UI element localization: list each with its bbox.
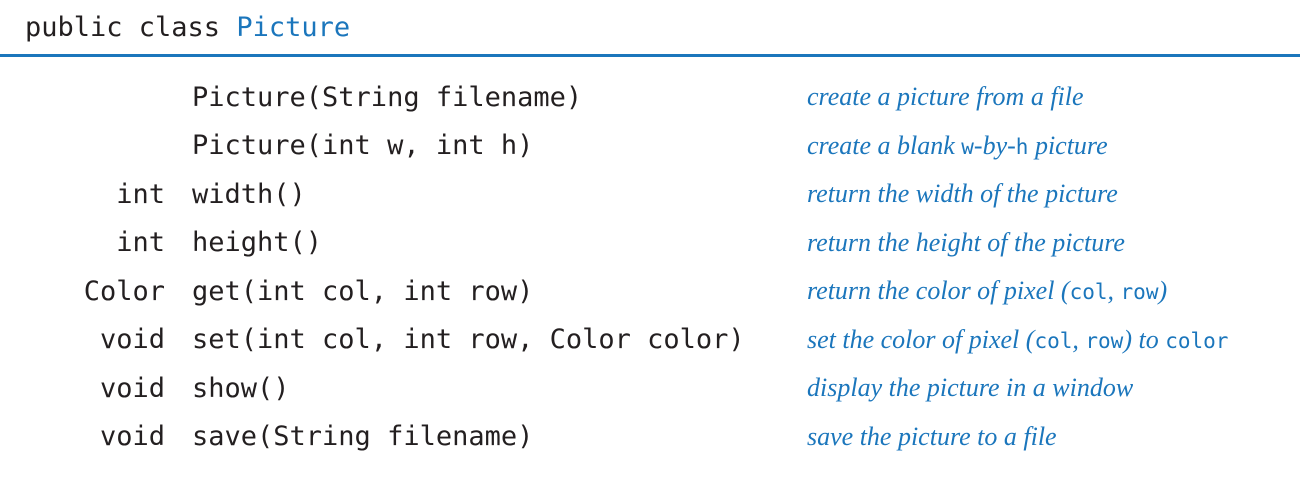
description-text-fragment: save the picture to a file bbox=[807, 421, 1057, 451]
method-signature: set(int col, int row, Color color) bbox=[192, 324, 745, 356]
class-declaration-keyword: public class bbox=[25, 12, 237, 43]
class-name: Picture bbox=[236, 12, 351, 43]
description-text-fragment: ) bbox=[1158, 276, 1168, 306]
return-type: Color bbox=[83, 275, 165, 307]
api-row: Picture(int w, int h) create a blank w-b… bbox=[0, 122, 1300, 171]
description-text-fragment: create a blank bbox=[807, 130, 962, 160]
method-description: return the height of the picture bbox=[807, 228, 1300, 258]
method-description: save the picture to a file bbox=[807, 422, 1300, 452]
api-method-table: Picture(String filename) create a pictur… bbox=[0, 57, 1300, 461]
method-signature: width() bbox=[192, 178, 306, 210]
header-divider-rule bbox=[0, 54, 1300, 57]
api-row: Picture(String filename) create a pictur… bbox=[0, 73, 1300, 122]
method-signature: height() bbox=[192, 227, 323, 259]
description-code-fragment: col bbox=[1034, 328, 1073, 353]
description-text-fragment: set the color of pixel ( bbox=[807, 324, 1035, 354]
return-type: void bbox=[99, 372, 165, 404]
description-code-fragment: row bbox=[1120, 280, 1159, 305]
return-type: int bbox=[116, 178, 165, 210]
description-code-fragment: w bbox=[961, 134, 974, 159]
method-signature: Picture(String filename) bbox=[192, 81, 583, 113]
class-declaration: public class Picture bbox=[0, 0, 1300, 46]
return-type: void bbox=[99, 324, 165, 356]
description-text-fragment: create a picture from a file bbox=[807, 82, 1084, 112]
api-row: void show() display the picture in a win… bbox=[0, 364, 1300, 413]
api-row: void save(String filename) save the pict… bbox=[0, 413, 1300, 462]
description-text-fragment: picture bbox=[1028, 130, 1108, 160]
description-text-fragment: return the width of the picture bbox=[807, 179, 1118, 209]
description-text-fragment: display the picture in a window bbox=[807, 373, 1134, 403]
description-text-fragment: return the height of the picture bbox=[807, 227, 1125, 257]
description-code-fragment: h bbox=[1015, 134, 1029, 159]
method-description: set the color of pixel (col, row) to col… bbox=[807, 325, 1300, 355]
description-text-fragment: ) to bbox=[1123, 324, 1166, 354]
method-description: return the color of pixel (col, row) bbox=[807, 276, 1300, 306]
method-description: create a blank w-by-h picture bbox=[807, 131, 1300, 161]
method-signature: save(String filename) bbox=[192, 421, 534, 453]
api-row: int height() return the height of the pi… bbox=[0, 219, 1300, 268]
method-signature: show() bbox=[192, 372, 290, 404]
description-code-fragment: col bbox=[1069, 280, 1108, 305]
method-description: create a picture from a file bbox=[807, 82, 1300, 112]
description-text-fragment: -by- bbox=[973, 130, 1016, 160]
api-row: void set(int col, int row, Color color) … bbox=[0, 316, 1300, 365]
method-description: return the width of the picture bbox=[807, 179, 1300, 209]
method-signature: Picture(int w, int h) bbox=[192, 130, 534, 162]
method-description: display the picture in a window bbox=[807, 373, 1300, 403]
description-code-fragment: color bbox=[1165, 328, 1229, 353]
api-row: int width() return the width of the pict… bbox=[0, 170, 1300, 219]
return-type: int bbox=[116, 227, 165, 259]
description-text-fragment: return the color of pixel ( bbox=[807, 276, 1070, 306]
description-code-fragment: row bbox=[1085, 328, 1124, 353]
description-text-fragment: , bbox=[1107, 276, 1121, 306]
method-signature: get(int col, int row) bbox=[192, 275, 534, 307]
description-text-fragment: , bbox=[1072, 324, 1086, 354]
return-type: void bbox=[99, 421, 165, 453]
api-row: Color get(int col, int row) return the c… bbox=[0, 267, 1300, 316]
